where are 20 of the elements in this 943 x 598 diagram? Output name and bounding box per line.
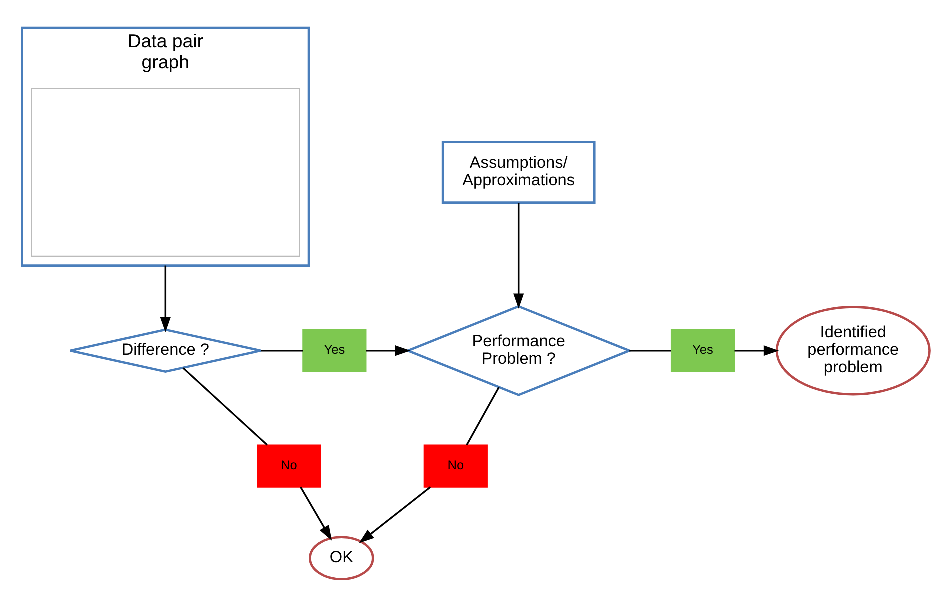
node-box: Assumptions/ Approximations [442, 141, 596, 204]
node-box: Yes [302, 329, 367, 372]
connector [630, 350, 672, 352]
arrow [359, 486, 432, 544]
node-box [31, 88, 300, 258]
connector [261, 350, 304, 352]
arrow [734, 346, 780, 356]
cluster: Data pair graph [21, 26, 310, 267]
arrow [366, 346, 411, 356]
connector [466, 387, 500, 446]
arrow [160, 266, 171, 332]
node-box: Yes [670, 329, 736, 372]
node-ellipse: OK [309, 536, 374, 580]
node-box: No [424, 444, 488, 488]
arrow [514, 203, 524, 309]
connector [182, 368, 268, 446]
node-ellipse: Identified performance problem [776, 306, 931, 396]
arrow [300, 486, 332, 541]
node-diamond: Difference ? [69, 328, 262, 374]
node-box: No [257, 444, 322, 488]
